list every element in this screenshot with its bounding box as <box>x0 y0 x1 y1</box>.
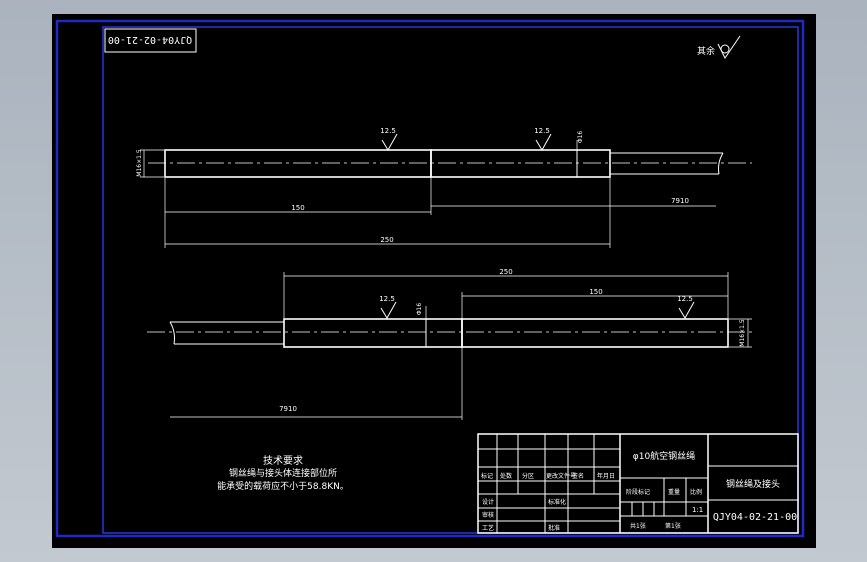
label-standardize: 标准化 <box>548 498 566 506</box>
part-a-dimension-lines <box>140 140 716 248</box>
label-process: 工艺 <box>482 524 494 532</box>
part-b-roughness-icon-2 <box>678 301 695 319</box>
part-b-roughness-icon-1 <box>380 301 397 319</box>
part-a-dim-sleeve: 150 <box>291 204 304 212</box>
label-scale-value: 1:1 <box>692 506 703 514</box>
part-b-dim-cable: 7910 <box>279 405 297 413</box>
part-a-dim-cable: 7910 <box>671 197 689 205</box>
label-zone: 分区 <box>522 472 534 480</box>
title-material: φ10航空钢丝绳 <box>633 450 695 462</box>
part-b-roughness-value-2: 12.5 <box>677 295 693 303</box>
part-a-roughness-icon-1 <box>381 133 398 151</box>
part-a-roughness-value-2: 12.5 <box>534 127 550 135</box>
part-b-thread-label: M16×1.5 <box>739 319 746 347</box>
title-block-grid <box>477 433 799 534</box>
notes-heading: 技术要求 <box>263 454 303 467</box>
label-stage-mark: 阶段标记 <box>626 488 650 496</box>
roughness-rest-label: 其余 <box>697 45 715 57</box>
part-a-roughness-value-1: 12.5 <box>380 127 396 135</box>
label-sheets-total: 共1张 <box>630 522 646 530</box>
label-change-doc: 更改文件号 <box>546 472 576 480</box>
code-box-rotated <box>104 28 197 53</box>
outer-border <box>55 19 805 538</box>
title-drawing-name: 钢丝绳及接头 <box>726 478 780 490</box>
drawing-code-rotated: QJY04-02-21-00 <box>108 34 192 45</box>
label-scale: 比例 <box>690 488 702 496</box>
label-count: 处数 <box>500 472 512 480</box>
label-sheet-no: 第1张 <box>665 522 681 530</box>
inner-border <box>102 26 799 534</box>
label-date: 年月日 <box>597 472 615 480</box>
title-block-labels: 标记 处数 分区 更改文件号 签名 年月日 设计 标准化 审核 工艺 批准 阶段… <box>481 472 703 532</box>
part-a-body <box>164 149 611 178</box>
label-approve: 批准 <box>548 524 560 532</box>
part-b-cable <box>169 321 284 345</box>
drawing-background <box>52 14 816 548</box>
label-mark: 标记 <box>481 472 493 480</box>
part-b-roughness-value-1: 12.5 <box>379 295 395 303</box>
part-b-dim-sleeve: 150 <box>589 288 602 296</box>
label-review: 审核 <box>482 511 494 519</box>
label-sign: 签名 <box>572 472 584 480</box>
part-a-roughness-icon-2 <box>535 133 552 151</box>
part-b-dim-total: 250 <box>499 268 512 276</box>
notes-line-2: 能承受的载荷应不小于58.8KN。 <box>217 480 349 492</box>
part-b-dimension-lines <box>170 272 752 420</box>
notes-line-1: 钢丝绳与接头体连接部位所 <box>229 467 337 479</box>
label-design: 设计 <box>482 498 494 506</box>
title-drawing-code: QJY04-02-21-00 <box>713 512 797 523</box>
part-a-dim-total: 250 <box>380 236 393 244</box>
part-a-bore-label: Φ16 <box>577 131 584 144</box>
part-a-cable <box>610 152 724 175</box>
label-weight: 重量 <box>668 488 680 496</box>
part-a-thread-label: M16×1.5 <box>136 149 143 177</box>
roughness-rest-icon <box>717 35 741 59</box>
part-b-bore-label: Φ16 <box>416 303 423 316</box>
